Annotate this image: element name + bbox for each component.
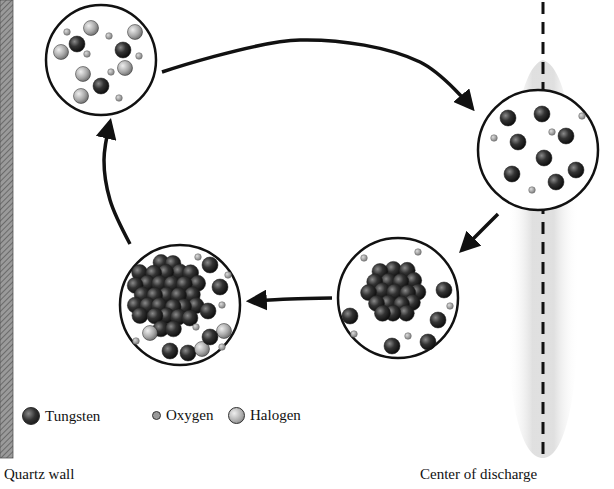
halogen-atom	[76, 67, 91, 82]
wall-label: Quartz wall	[4, 466, 74, 483]
halogen-atom	[54, 45, 69, 60]
oxygen-atom	[195, 254, 202, 261]
legend-swatch	[228, 407, 245, 424]
oxygen-atom	[415, 249, 422, 256]
oxygen-atom	[225, 272, 232, 279]
center-line	[542, 2, 545, 458]
quartz-wall	[0, 0, 13, 458]
oxygen-atom	[106, 33, 113, 40]
oxygen-atom	[579, 113, 586, 120]
oxygen-atom	[405, 333, 412, 340]
cycle-arrow	[104, 122, 130, 244]
oxygen-atom	[529, 187, 536, 194]
halogen-atom	[118, 61, 133, 76]
tungsten-atom	[93, 78, 109, 94]
halogen-atom	[84, 21, 99, 36]
legend-text: Halogen	[250, 407, 301, 424]
legend-swatch	[152, 411, 161, 420]
oxygen-atom	[219, 344, 226, 351]
oxygen-atom	[351, 331, 358, 338]
legend-entry: Tungsten	[22, 407, 100, 425]
tungsten-atom	[548, 174, 564, 190]
legend-text: Oxygen	[166, 407, 214, 424]
oxygen-atom	[116, 95, 123, 102]
tungsten-atom	[212, 279, 228, 295]
legend-text: Tungsten	[45, 408, 100, 425]
cycle-arrow	[162, 40, 472, 108]
tungsten-atom	[510, 134, 526, 150]
zoom-circle	[120, 245, 240, 365]
oxygen-atom	[108, 69, 115, 76]
tungsten-atom	[165, 321, 181, 337]
tungsten-atom	[500, 110, 516, 126]
cycle-arrow	[250, 298, 332, 301]
halogen-atom	[128, 25, 143, 40]
oxygen-atom	[193, 324, 200, 331]
tungsten-atom	[420, 334, 436, 350]
oxygen-atom	[447, 303, 454, 310]
zoom-circle	[478, 90, 598, 210]
tungsten-atom	[115, 42, 131, 58]
legend-entry: Halogen	[228, 407, 301, 424]
halogen-atom	[74, 89, 89, 104]
tungsten-atom	[202, 257, 218, 273]
tungsten-atom	[375, 305, 391, 321]
legend-swatch	[22, 407, 40, 425]
oxygen-atom	[133, 338, 140, 345]
tungsten-atom	[568, 162, 584, 178]
tungsten-atom	[436, 282, 452, 298]
tungsten-atom	[504, 166, 520, 182]
oxygen-atom	[549, 129, 556, 136]
tungsten-atom	[69, 36, 85, 52]
tungsten-atom	[384, 338, 400, 354]
tungsten-atom	[202, 329, 218, 345]
oxygen-atom	[491, 135, 498, 142]
oxygen-atom	[219, 302, 226, 309]
oxygen-atom	[84, 51, 91, 58]
tungsten-atom	[430, 312, 446, 328]
tungsten-atom	[534, 106, 550, 122]
tungsten-atom	[132, 307, 148, 323]
tungsten-atom	[342, 308, 358, 324]
tungsten-atom	[200, 303, 216, 319]
tungsten-atom	[536, 150, 552, 166]
oxygen-atom	[361, 255, 368, 262]
oxygen-atom	[64, 29, 71, 36]
axis-label: Center of discharge	[420, 466, 537, 483]
zoom-circle	[338, 238, 458, 358]
tungsten-atom	[558, 128, 574, 144]
halogen-atom	[217, 324, 232, 339]
oxygen-atom	[136, 53, 143, 60]
cycle-arrow	[462, 214, 498, 250]
tungsten-atom	[180, 345, 196, 361]
zoom-circle	[46, 5, 156, 115]
halogen-atom	[143, 326, 158, 341]
legend-entry: Oxygen	[152, 407, 214, 424]
tungsten-atom	[162, 343, 178, 359]
